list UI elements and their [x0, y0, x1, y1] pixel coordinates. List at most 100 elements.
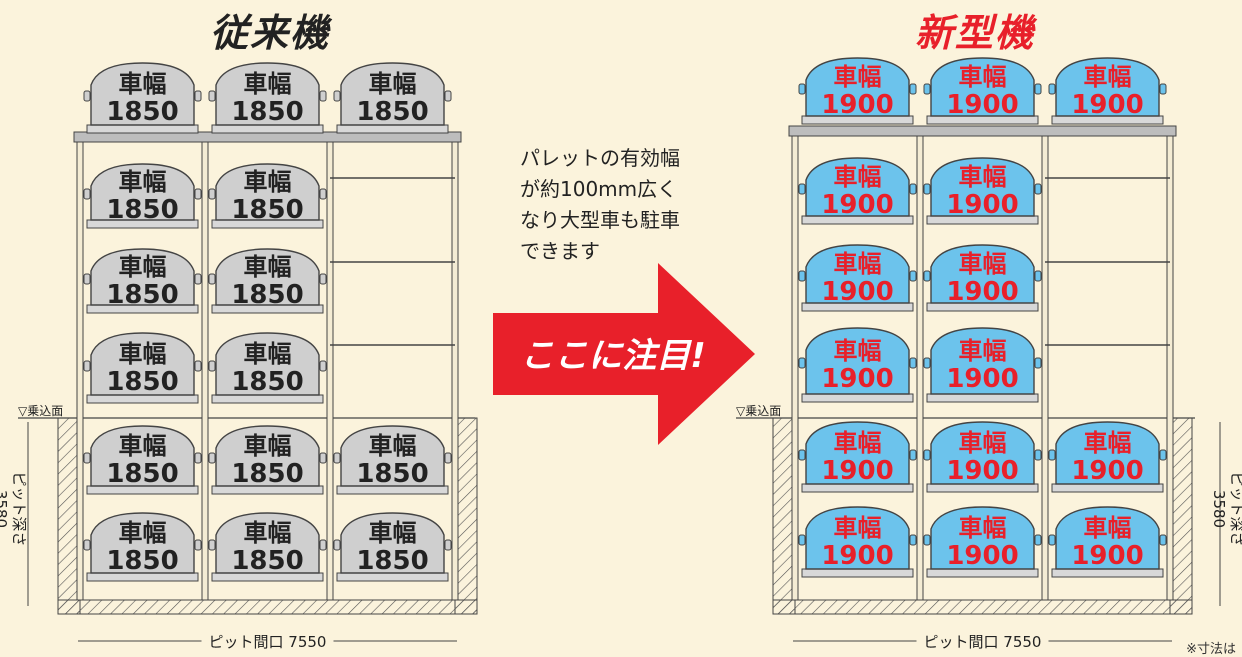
mirror-icon — [1034, 357, 1042, 369]
mirror-icon — [194, 90, 202, 102]
car-width-label: 車幅 — [244, 168, 292, 196]
mirror-icon — [1159, 449, 1167, 461]
footnote: ※寸法は — [1186, 642, 1236, 657]
car-width-value: 1850 — [356, 459, 428, 489]
car-width-label: 車幅 — [119, 432, 167, 460]
car-icon — [1055, 421, 1160, 485]
frame-column — [76, 137, 84, 601]
car-icon — [215, 62, 320, 126]
car-width-label: 車幅 — [119, 519, 167, 547]
car-icon — [340, 62, 445, 126]
mirror-icon — [923, 534, 931, 546]
car-width-label: 車幅 — [1084, 63, 1132, 91]
pit-floor — [772, 599, 1193, 615]
mirror-icon — [798, 183, 806, 195]
car-icon — [340, 425, 445, 487]
mirror-icon — [923, 183, 931, 195]
mirror-icon — [333, 452, 341, 464]
car-width-value: 1900 — [946, 90, 1018, 120]
mirror-icon — [194, 273, 202, 285]
car-width-value: 1850 — [106, 195, 178, 225]
mirror-icon — [909, 183, 917, 195]
car-width-value: 1850 — [231, 459, 303, 489]
mirror-icon — [1034, 449, 1042, 461]
mirror-icon — [798, 534, 806, 546]
car-icon — [90, 248, 195, 306]
car-width-value: 1900 — [946, 190, 1018, 220]
car-icon — [805, 244, 910, 304]
frame-column — [1166, 131, 1174, 601]
car-width-value: 1900 — [1071, 90, 1143, 120]
mirror-icon — [333, 539, 341, 551]
car-width-value: 1900 — [821, 190, 893, 220]
car-icon — [90, 62, 195, 126]
new-model-structure: ▽乗込面車幅1900車幅1900車幅1900車幅1900車幅1900車幅1900… — [736, 57, 1242, 651]
pit-depth-value: 3580 — [0, 490, 10, 528]
car-width-label: 車幅 — [244, 70, 292, 98]
pallet — [926, 393, 1039, 403]
mirror-icon — [798, 270, 806, 282]
old-model-structure: ▽乗込面車幅1850車幅1850車幅1850車幅1850車幅1850車幅1850… — [0, 62, 478, 651]
car-width-value: 1900 — [1071, 456, 1143, 486]
mirror-icon — [83, 360, 91, 372]
car-width-label: 車幅 — [959, 250, 1007, 278]
car-width-label: 車幅 — [119, 253, 167, 281]
car-width-value: 1900 — [821, 277, 893, 307]
arrow-right-icon — [493, 263, 755, 445]
car-width-value: 1850 — [356, 546, 428, 576]
car-icon — [930, 421, 1035, 485]
mirror-icon — [1048, 534, 1056, 546]
mirror-icon — [798, 449, 806, 461]
car-width-label: 車幅 — [959, 514, 1007, 542]
car-width-value: 1900 — [1071, 541, 1143, 571]
callout-line: パレットの有効幅 — [520, 146, 680, 170]
car-width-label: 車幅 — [834, 63, 882, 91]
mirror-icon — [319, 539, 327, 551]
car-icon — [805, 421, 910, 485]
mirror-icon — [83, 452, 91, 464]
car-width-label: 車幅 — [834, 514, 882, 542]
car-width-value: 1850 — [231, 280, 303, 310]
mirror-icon — [319, 452, 327, 464]
car-width-label: 車幅 — [369, 70, 417, 98]
frame-column — [451, 137, 459, 601]
frame-column — [1041, 131, 1049, 601]
pit-opening-label: ピット間口 7550 — [209, 633, 327, 651]
car-width-label: 車幅 — [244, 519, 292, 547]
mirror-icon — [194, 188, 202, 200]
car-width-value: 1850 — [231, 97, 303, 127]
car-width-value: 1900 — [821, 456, 893, 486]
mirror-icon — [319, 90, 327, 102]
car-icon — [1055, 506, 1160, 570]
car-width-label: 車幅 — [959, 63, 1007, 91]
mirror-icon — [798, 83, 806, 95]
mirror-icon — [1034, 270, 1042, 282]
car-icon — [90, 512, 195, 574]
mirror-icon — [444, 90, 452, 102]
mirror-icon — [319, 188, 327, 200]
frame-column — [916, 131, 924, 601]
mirror-icon — [909, 270, 917, 282]
car-width-value: 1850 — [231, 195, 303, 225]
car-width-label: 車幅 — [959, 163, 1007, 191]
car-icon — [805, 157, 910, 217]
mirror-icon — [194, 360, 202, 372]
car-icon — [90, 425, 195, 487]
mirror-icon — [83, 273, 91, 285]
car-width-label: 車幅 — [369, 519, 417, 547]
boarding-surface-label: ▽乗込面 — [736, 404, 781, 418]
callout-line: が約100mm広く — [520, 177, 678, 201]
car-icon — [805, 506, 910, 570]
pit-depth-value: 3580 — [1210, 490, 1228, 528]
